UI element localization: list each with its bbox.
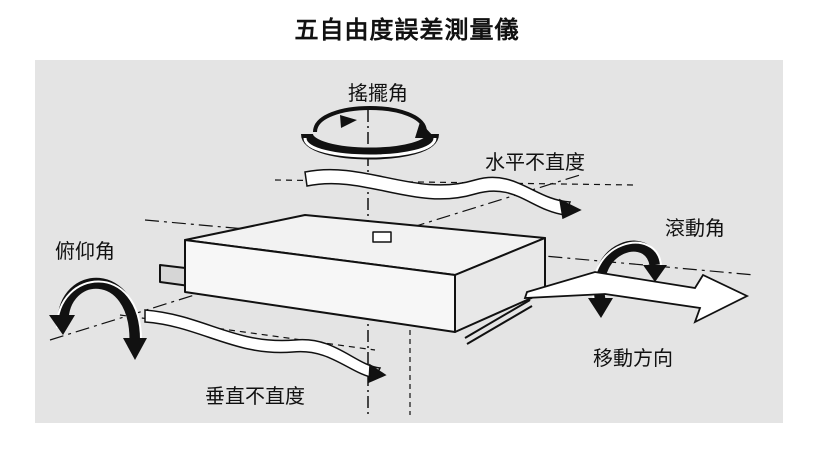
label-yaw: 搖擺角 [348,81,408,105]
pitch-arrow [49,277,147,360]
label-vertical-straightness: 垂直不直度 [205,384,305,408]
machine-table [159,214,546,345]
yaw-arrow [301,106,439,160]
movement-direction-arrow [523,271,750,324]
label-movement-direction: 移動方向 [593,346,673,370]
vertical-straightness-wave [144,309,387,384]
label-horizontal-straightness: 水平不直度 [485,150,585,174]
label-roll: 滾動角 [665,216,725,240]
diagram-title: 五自由度誤差測量儀 [294,16,520,44]
horizontal-straightness-wave [304,168,582,220]
label-pitch: 俯仰角 [55,239,115,263]
five-dof-diagram [49,106,756,415]
